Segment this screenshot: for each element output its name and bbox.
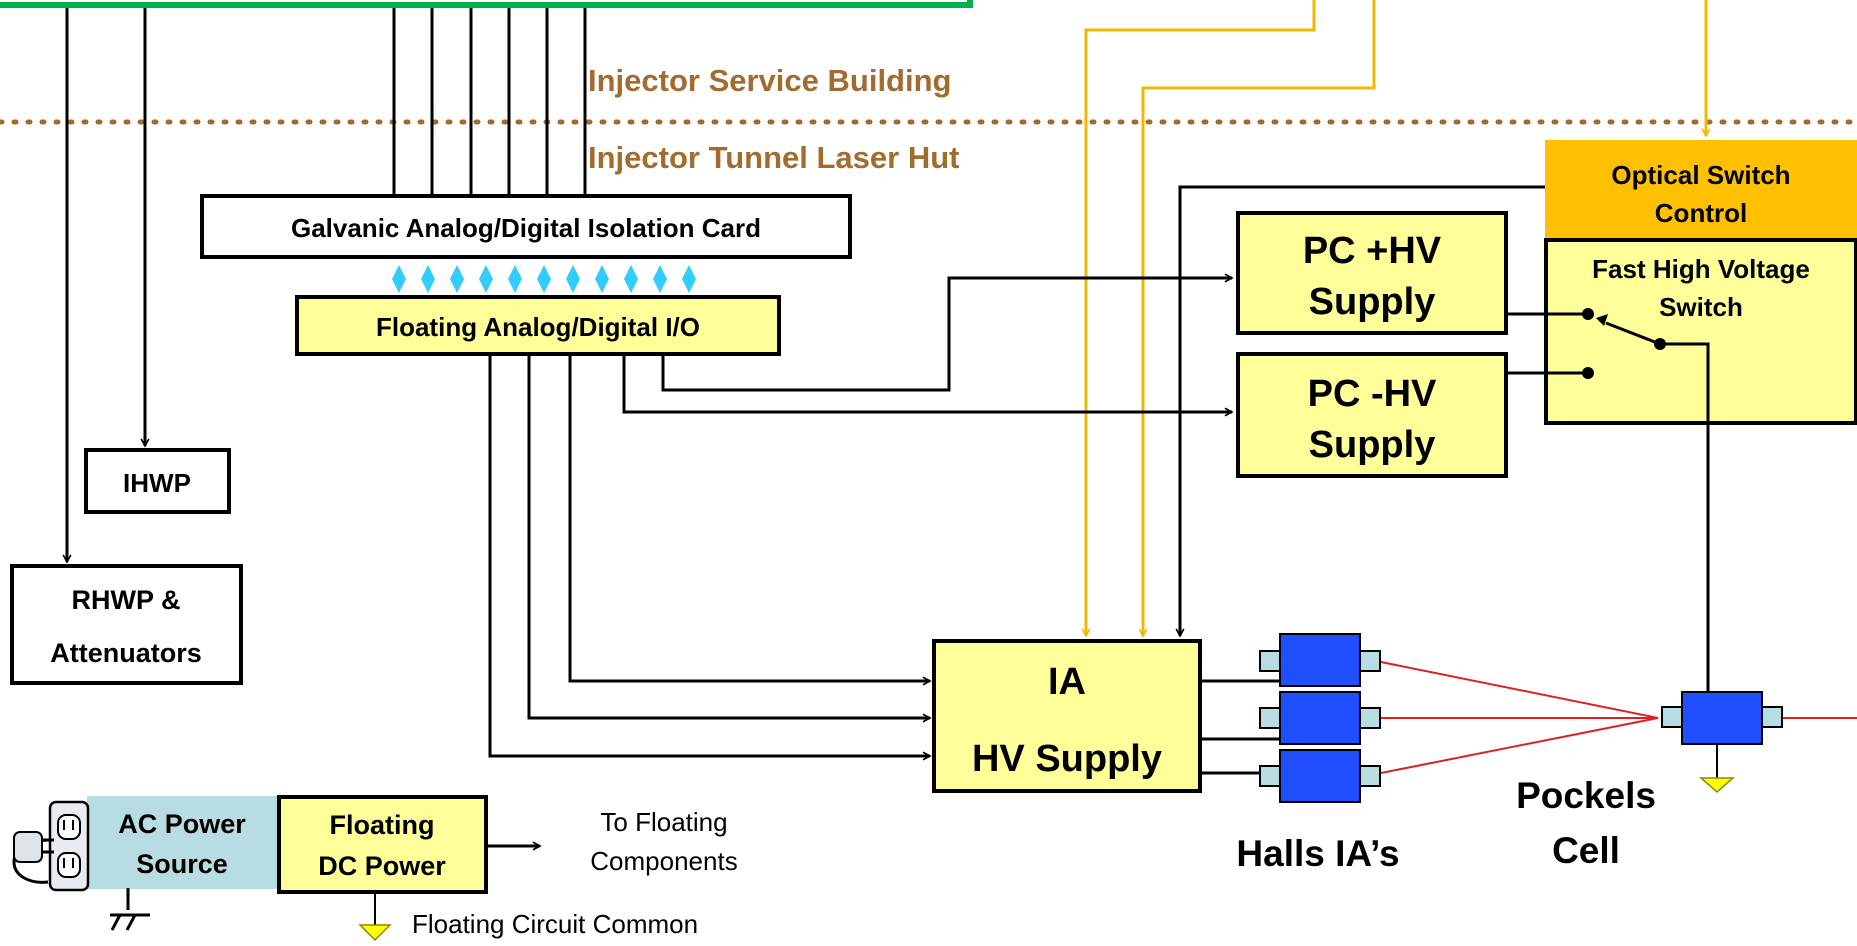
ac-power-source: AC Power Source [87,796,277,889]
floating-dc-label-line2: DC Power [318,851,446,881]
halls-ia-devices [1259,633,1381,803]
waveplate-control-lines [67,8,145,562]
halls-ias-label: Halls IA’s [1236,833,1399,874]
ground-icon [110,888,150,931]
control-chassis-frame [0,0,973,8]
hall-ia-device [1259,633,1381,687]
rhwp-label-line1: RHWP & [71,585,180,615]
ia-hv-supply: IA HV Supply [932,639,1202,793]
pc-positive-label-line1: PC +HV [1303,230,1442,272]
pc-positive-hv-supply: PC +HV Supply [1236,211,1508,335]
ia-supply-label-line2: HV Supply [972,738,1162,780]
pc-negative-hv-supply: PC -HV Supply [1236,352,1508,478]
floating-common-label: Floating Circuit Common [412,909,698,939]
to-floating-label-line1: To Floating [600,807,727,837]
optical-switch-label-line1: Optical Switch [1611,160,1790,190]
switch-control-feedback-line [1180,185,1546,636]
optical-switch-control: Optical Switch Control [1545,140,1857,241]
to-floating-label-line2: Components [590,846,737,876]
isolation-barrier-diamonds [392,265,696,293]
floating-dc-power: Floating DC Power [277,795,488,894]
floating-common-triangle-icon [358,924,392,942]
optical-trigger-lines [1086,0,1706,636]
floating-dc-label-line1: Floating [330,810,435,840]
zone-label-tunnel-laser-hut: Injector Tunnel Laser Hut [588,140,959,175]
laser-beam-lines [1375,660,1857,775]
isolation-card-signal-lines [392,8,587,196]
floating-common-triangle-icon [1699,777,1735,793]
galvanic-isolation-card-label: Galvanic Analog/Digital Isolation Card [291,213,761,243]
power-outlet-icon [12,800,90,892]
zone-label-service-building: Injector Service Building [588,63,951,98]
pockels-cell-device [1661,691,1783,793]
pockels-cell-label-line2: Cell [1552,830,1620,871]
ihwp-label: IHWP [123,468,191,498]
fast-hv-switch: Fast High Voltage Switch [1506,238,1857,706]
ia-supply-label-line1: IA [1048,661,1086,703]
floating-io-label: Floating Analog/Digital I/O [376,312,700,342]
galvanic-isolation-card: Galvanic Analog/Digital Isolation Card [200,194,852,259]
fast-hv-switch-label-line2: Switch [1659,292,1743,322]
pc-negative-label-line1: PC -HV [1308,373,1437,415]
ac-power-label-line1: AC Power [118,809,246,839]
io-to-ia-supply-lines [488,354,930,756]
rhwp-label-line2: Attenuators [50,638,202,668]
floating-io-card: Floating Analog/Digital I/O [295,295,781,356]
hall-ia-device [1259,749,1381,803]
optical-switch-label-line2: Control [1655,198,1747,228]
pc-positive-label-line2: Supply [1309,281,1436,323]
hall-ia-device [1259,691,1381,745]
rhwp-attenuators-box: RHWP & Attenuators [10,564,243,685]
ihwp-box: IHWP [84,448,231,514]
fast-hv-switch-label-line1: Fast High Voltage [1592,254,1810,284]
ac-power-label-line2: Source [136,849,228,879]
pc-negative-label-line2: Supply [1309,424,1436,466]
io-to-pc-supply-lines [622,278,1232,412]
switch-contact-symbol [1506,312,1710,706]
pockels-cell-label-line1: Pockels [1516,775,1656,816]
